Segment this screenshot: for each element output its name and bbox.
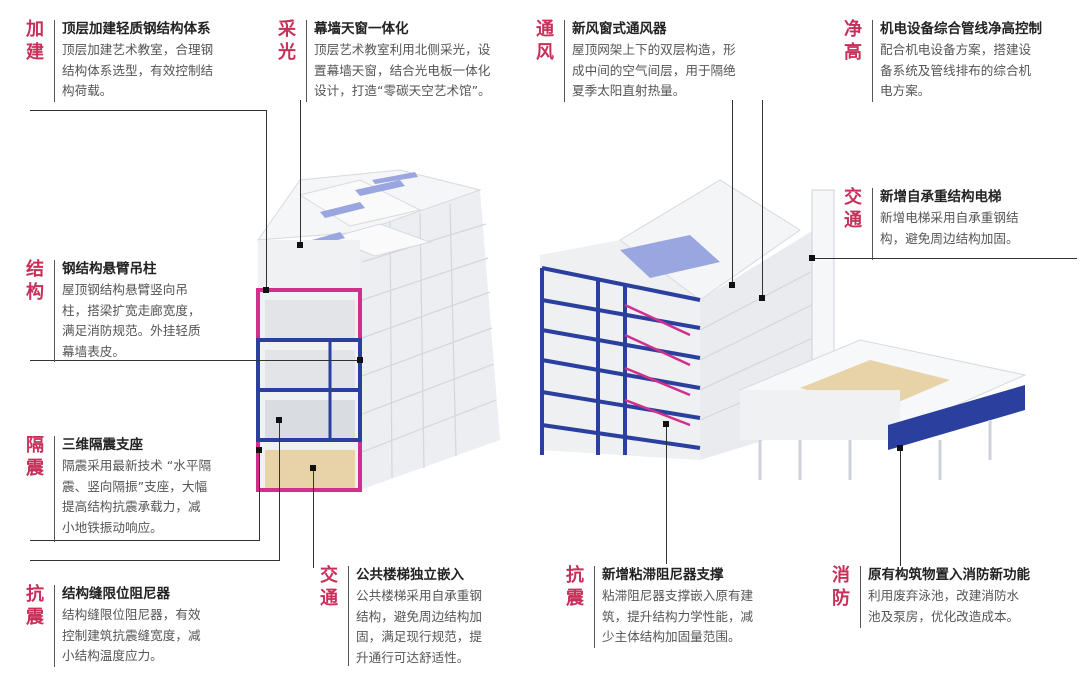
category-tag: 采光: [278, 19, 296, 63]
annotation-title: 顶层加建轻质钢结构体系: [62, 21, 211, 37]
marker-dot: [263, 287, 269, 293]
annotation-desc: 屋顶网架上下的双层构造，形成中间的空气间层，用于隔绝夏季太阳直射热量。: [572, 42, 736, 98]
marker-dot: [897, 445, 903, 451]
category-tag: 结构: [26, 259, 44, 303]
annotation-desc: 公共楼梯采用自承重钢结构，避免周边结构加固，满足现行规范，提升通行可达舒适性。: [356, 588, 482, 665]
category-tag: 净高: [844, 19, 862, 63]
annotation-title: 新增自承重结构电梯: [880, 189, 1002, 205]
category-tag: 抗震: [566, 565, 584, 609]
category-tag: 隔震: [26, 435, 44, 479]
annotation-desc: 屋顶钢结构悬臂竖向吊柱，搭梁扩宽走廊宽度，满足消防规范。外挂轻质幕墙表皮。: [62, 282, 201, 359]
annotation-title: 幕墙天窗一体化: [314, 21, 409, 37]
annotation-title: 公共楼梯独立嵌入: [356, 567, 464, 583]
annotation-desc: 顶层艺术教室利用北侧采光，设置幕墙天窗，结合光电板一体化设计，打造“零碳天空艺术…: [314, 42, 491, 98]
marker-dot: [276, 417, 282, 423]
marker-dot: [759, 295, 765, 301]
annotation-desc: 配合机电设备方案，搭建设备系统及管线排布的综合机电方案。: [880, 42, 1032, 98]
marker-dot: [809, 255, 815, 261]
marker-dot: [297, 242, 303, 248]
annotation-title: 三维隔震支座: [62, 437, 143, 453]
category-tag: 抗震: [26, 584, 44, 628]
annotation-desc: 粘滞阻尼器支撑嵌入原有建筑，提升结构力学性能，减少主体结构加固量范围。: [602, 588, 754, 644]
annotation-title: 钢结构悬臂吊柱: [62, 261, 157, 277]
marker-dot: [357, 357, 363, 363]
annotation-desc: 隔震采用最新技术 “水平隔震、竖向隔振”支座，大幅提高结构抗震承载力，减小地铁振…: [62, 458, 212, 535]
category-tag: 消防: [832, 565, 850, 609]
annotation-desc: 顶层加建艺术教室，合理钢结构体系选型，有效控制结构荷载。: [62, 42, 214, 98]
marker-dot: [256, 447, 262, 453]
category-tag: 交通: [844, 187, 862, 231]
annotation-title: 新增粘滞阻尼器支撑: [602, 567, 724, 583]
marker-dot: [310, 465, 316, 471]
marker-dot: [663, 421, 669, 427]
annotation-title: 机电设备综合管线净高控制: [880, 21, 1042, 37]
annotation-desc: 新增电梯采用自承重钢结构，避免周边结构加固。: [880, 210, 1019, 246]
category-tag: 加建: [26, 19, 44, 63]
annotation-title: 结构缝限位阻尼器: [62, 586, 170, 602]
annotation-desc: 利用废弃泳池，改建消防水池及泵房，优化改造成本。: [868, 588, 1020, 624]
left-building: [256, 169, 500, 492]
annotation-title: 新风窗式通风器: [572, 21, 667, 37]
annotation-title: 原有构筑物置入消防新功能: [868, 567, 1030, 583]
category-tag: 通风: [536, 19, 554, 63]
category-tag: 交通: [320, 565, 338, 609]
annotation-desc: 结构缝限位阻尼器，有效控制建筑抗震缝宽度，减小结构温度应力。: [62, 607, 201, 663]
marker-dot: [729, 282, 735, 288]
